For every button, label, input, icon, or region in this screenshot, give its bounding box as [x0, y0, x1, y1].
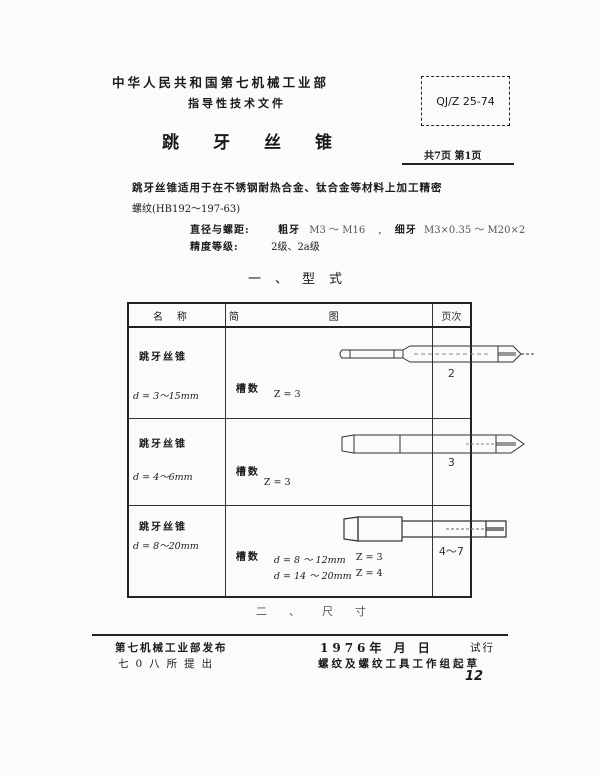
precision-label: 精度等级:	[190, 242, 239, 253]
flute-range-a: d = 8 ～ 12mm	[273, 555, 346, 566]
page-ref: 3	[431, 418, 472, 506]
flute-count-label: 槽数	[235, 552, 260, 563]
flute-range-b: d = 14 ～ 20mm	[273, 571, 352, 582]
precision-value: 2级、2a级	[271, 242, 320, 253]
header-figure: 简图	[224, 302, 433, 328]
flute-count-a: Z = 3	[355, 552, 383, 563]
scope-text: 跳牙丝锥适用于在不锈钢耐热合金、钛合金等材料上加工精密	[132, 182, 443, 194]
coarse-range: M3 ～ M16	[309, 225, 366, 236]
tap-types-table: 名称 简图 页次 跳牙丝锥 d = 3～15mm	[127, 302, 534, 598]
table-row: 跳牙丝锥 d = 8～20mm 槽数 d = 8 ～ 12mm Z = 3 d …	[127, 505, 507, 598]
header-page: 页次	[431, 302, 472, 328]
tap-name: 跳牙丝锥	[139, 522, 187, 533]
fine-range: M3×0.35 ～ M20×2	[423, 225, 526, 236]
scope-standard: 螺纹(HB192～197-63)	[132, 204, 241, 215]
table-row: 跳牙丝锥 d = 4～6mm 槽数 Z = 3 3	[127, 418, 525, 506]
diameter-pitch-row: 直径与螺距: 粗牙 M3 ～ M16 , 细牙 M3×0.35 ～ M20×2	[190, 225, 526, 236]
drafting-group: 螺纹及螺纹工具工作组起草	[318, 658, 480, 670]
tap-diameter-range: d = 8～20mm	[133, 541, 199, 552]
flute-count-b: Z = 4	[355, 568, 383, 579]
trial-date: 1976年 月 日	[320, 641, 434, 655]
page-ref: 2	[431, 326, 472, 419]
document-number-box: QJ/Z 25-74	[421, 76, 510, 126]
tap-name: 跳牙丝锥	[139, 439, 187, 450]
precision-row: 精度等级: 2级、2a级	[190, 238, 320, 253]
document-type: 指导性技术文件	[188, 97, 286, 110]
tap-drawing-icon	[339, 345, 534, 363]
document-title: 跳牙丝锥	[162, 133, 366, 153]
table-header-row: 名称 简图 页次	[127, 302, 472, 328]
fine-label: 细牙	[394, 225, 417, 236]
flute-count-label: 槽数	[235, 467, 260, 478]
diameter-pitch-label: 直径与螺距:	[190, 225, 250, 236]
tap-diameter-range: d = 3～15mm	[133, 391, 199, 402]
page-info: 共7页 第1页	[424, 151, 482, 162]
coarse-label: 粗牙	[278, 225, 301, 236]
footer-divider	[92, 634, 508, 636]
section-heading-dimensions: 二、尺寸	[256, 605, 388, 618]
flute-count: Z = 3	[273, 389, 301, 400]
tap-name: 跳牙丝锥	[139, 352, 187, 363]
trial-status: 试行	[470, 642, 495, 654]
flute-count-label: 槽数	[235, 384, 260, 395]
header-name: 名称	[127, 302, 226, 328]
tap-drawing-icon	[343, 516, 507, 542]
flute-count: Z = 3	[263, 477, 291, 488]
issuer: 第七机械工业部发布	[115, 642, 228, 654]
page-info-underline	[402, 163, 514, 165]
page-number: 12	[465, 669, 484, 684]
section-heading-types: 一、型式	[248, 272, 357, 287]
document-number: QJ/Z 25-74	[436, 94, 495, 108]
tap-drawing-icon	[341, 434, 525, 454]
proposer: 七0八所提出	[118, 658, 220, 670]
table-row: 跳牙丝锥 d = 3～15mm 槽数 Z = 3 2	[127, 326, 534, 419]
tap-diameter-range: d = 4～6mm	[133, 472, 193, 483]
issuing-organization: 中华人民共和国第七机械工业部	[112, 75, 330, 90]
